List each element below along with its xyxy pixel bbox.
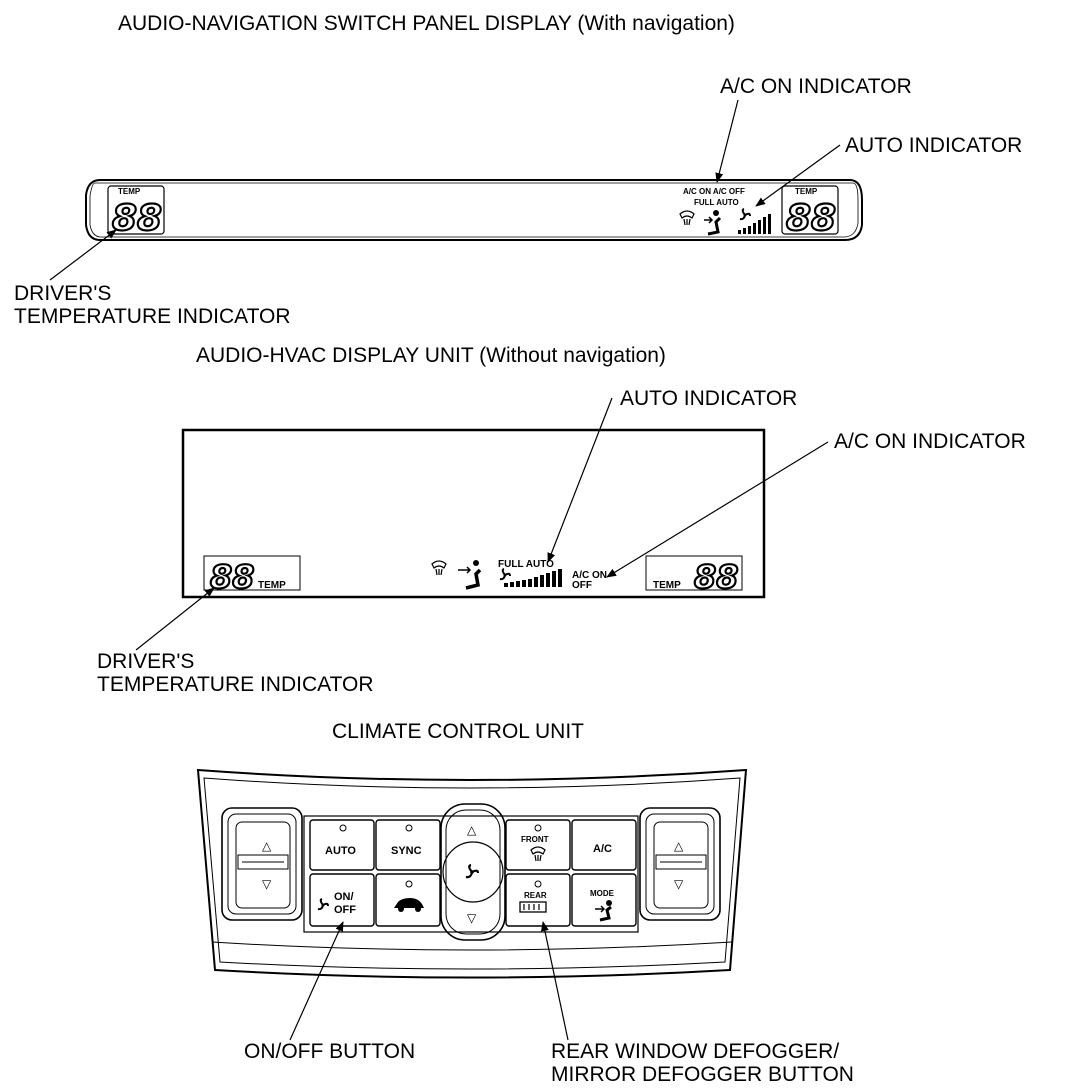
hvac-ac-on-text: A/C ON [572,570,607,581]
auto-button[interactable]: AUTO [309,819,375,871]
nav-section-title: AUDIO-NAVIGATION SWITCH PANEL DISPLAY (W… [118,12,735,35]
right-temp-rocker[interactable]: △ ▽ [639,807,721,921]
nav-callout-auto: AUTO INDICATOR [845,134,1022,157]
hvac-ac-off-text: OFF [572,580,592,591]
recirculation-icon [394,898,424,912]
fan-icon [465,863,480,879]
fan-speed-dial[interactable]: △ ▽ [440,803,506,941]
nav-passenger-temp-display: TEMP 88 [781,185,839,240]
mode-button-label: MODE [590,889,615,898]
sync-button-label: SYNC [391,845,422,857]
nav-driver-temp-display: TEMP 88 [107,185,165,240]
fan-icon [739,208,751,221]
off-button-label: OFF [334,904,356,916]
nav-temp-digits-left: 88 [112,198,162,239]
climate-callout-onoff: ON/OFF BUTTON [244,1040,415,1063]
rear-defogger-leader-line [540,921,569,1041]
climate-section-title: CLIMATE CONTROL UNIT [332,720,584,743]
vent-mode-icon [704,210,722,236]
climate-callout-rear-1: REAR WINDOW DEFOGGER/ [551,1040,839,1063]
climate-callout-rear-2: MIRROR DEFOGGER BUTTON [551,1063,854,1086]
hvac-temp-digits-left: 88 [210,558,255,596]
up-arrow-icon: △ [467,823,477,837]
fan-speed-bars-icon [738,214,771,234]
rear-defogger-button[interactable]: REAR [505,873,571,927]
up-arrow-icon: △ [262,839,272,853]
nav-auto-leader-line [755,144,841,207]
hvac-temp-digits-right: 88 [694,558,739,596]
nav-ac-leader-line [715,99,739,183]
on-off-button[interactable]: ON/ OFF [309,873,375,927]
nav-ac-onoff-text: A/C ON A/C OFF [683,187,745,196]
nav-display-panel: TEMP 88 TEMP 88 A/C ON A/C OFF FULL AUTO [85,179,863,241]
left-temp-rocker[interactable]: △ ▽ [221,807,303,921]
down-arrow-icon: ▽ [262,877,272,891]
nav-temp-digits-right: 88 [786,198,836,239]
hvac-section-title: AUDIO-HVAC DISPLAY UNIT (Without navigat… [196,344,666,367]
hvac-callout-auto: AUTO INDICATOR [620,387,797,410]
hvac-passenger-temp-display: TEMP 88 [645,555,743,597]
nav-callout-ac-on: A/C ON INDICATOR [720,75,912,98]
nav-temp-label-left: TEMP [118,187,141,196]
hvac-temp-label-left: TEMP [258,580,286,591]
ac-button[interactable]: A/C [571,819,637,871]
nav-callout-driver-1: DRIVER'S [14,282,111,305]
onoff-leader-line [289,921,344,1041]
down-arrow-icon: ▽ [674,877,684,891]
sync-button[interactable]: SYNC [375,819,441,871]
recirculation-button[interactable] [375,873,441,927]
hvac-callout-ac-on: A/C ON INDICATOR [834,430,1026,453]
hvac-ac-leader-line [606,441,829,578]
auto-button-label: AUTO [325,845,356,857]
hvac-callout-driver-1: DRIVER'S [97,650,194,673]
windshield-defrost-icon [530,846,546,862]
nav-full-auto-text: FULL AUTO [694,198,739,207]
hvac-windshield-defrost-icon [431,560,447,576]
up-arrow-icon: △ [674,839,684,853]
fan-icon [317,898,329,911]
climate-control-panel: △ ▽ △ ▽ AUTO SYNC FRONT [196,768,748,979]
vent-mode-icon [595,900,612,922]
hvac-auto-leader-line [547,397,613,563]
nav-driver-leader-line [49,229,117,281]
front-defrost-button[interactable]: FRONT [505,819,571,871]
hvac-driver-temp-display: 88 TEMP [203,555,301,597]
rear-button-label: REAR [524,891,547,900]
hvac-display-panel: 88 TEMP TEMP 88 FULL AUTO [181,428,766,599]
ac-button-label: A/C [593,843,612,855]
nav-callout-driver-2: TEMPERATURE INDICATOR [14,305,291,328]
down-arrow-icon: ▽ [467,911,477,925]
hvac-temp-label-right: TEMP [653,580,681,591]
hvac-full-auto-text: FULL AUTO [498,559,554,570]
hvac-fan-icon [499,568,511,581]
windshield-defrost-icon [679,210,695,226]
on-button-label: ON/ [334,891,354,903]
rear-defogger-icon [519,901,547,913]
front-button-label: FRONT [521,835,549,844]
nav-temp-label-right: TEMP [795,187,818,196]
hvac-callout-driver-2: TEMPERATURE INDICATOR [97,673,374,696]
hvac-fan-speed-bars-icon [504,569,562,587]
hvac-driver-leader-line [135,587,215,651]
mode-button[interactable]: MODE [571,873,637,927]
hvac-vent-mode-icon [458,560,482,590]
